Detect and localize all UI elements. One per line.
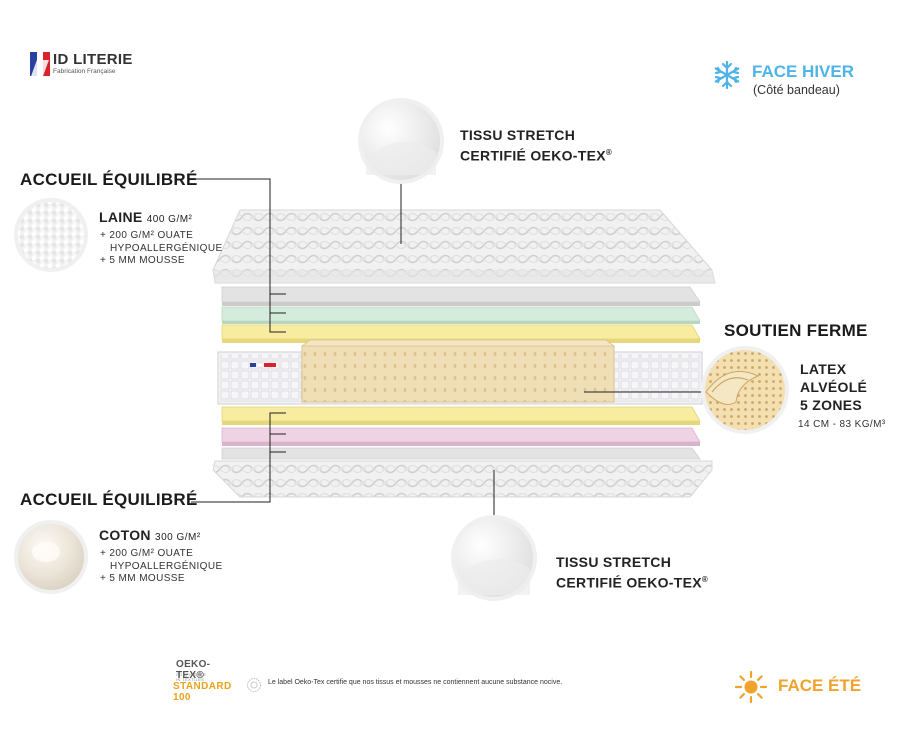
list-item: + 200 G/M² OUATE bbox=[100, 548, 194, 559]
pink-foam-layer bbox=[221, 427, 701, 446]
bottom-comfort-material: COTON 300 G/M² bbox=[99, 526, 201, 547]
winter-title: FACE HIVER bbox=[752, 62, 855, 81]
support-line1: LATEX bbox=[800, 361, 847, 377]
list-item: + 5 MM MOUSSE bbox=[100, 573, 185, 584]
list-item: HYPOALLERGÉNIQUE bbox=[110, 242, 223, 254]
support-line2: ALVÉOLÉ bbox=[800, 379, 868, 395]
top-comfort-list: + 200 G/M² OUATE HYPOALLERGÉNIQUE + 5 MM… bbox=[100, 230, 223, 268]
oeko-disclaimer: Le label Oeko-Tex certifie que nos tissu… bbox=[268, 679, 563, 686]
latex-swatch bbox=[701, 346, 789, 434]
bottom-fabric-line1: TISSU STRETCH bbox=[556, 554, 672, 570]
bottom-comfort-list: + 200 G/M² OUATE HYPOALLERGÉNIQUE + 5 MM… bbox=[100, 548, 223, 586]
flag-logo-icon bbox=[30, 52, 50, 76]
bottom-fabric-reg: ® bbox=[701, 575, 709, 584]
sun-icon bbox=[734, 670, 768, 704]
oeko-title: OEKO-TEX® bbox=[176, 659, 211, 681]
bottom-quilted-layer bbox=[212, 460, 713, 498]
bottom-comfort-title: ACCUEIL ÉQUILIBRÉ bbox=[20, 490, 198, 509]
top-fabric-swatch bbox=[358, 98, 444, 184]
top-comfort-material: LAINE 400 G/M² bbox=[99, 208, 192, 229]
oeko-tagline: CONFIDENCE IN TEXTILES bbox=[176, 672, 207, 682]
support-title: SOUTIEN FERME bbox=[724, 321, 868, 340]
oeko-standard: STANDARD 100 bbox=[173, 681, 232, 703]
mint-foam-layer bbox=[221, 306, 701, 324]
top-comfort-title: ACCUEIL ÉQUILIBRÉ bbox=[20, 170, 198, 189]
bottom-material-weight: 300 G/M² bbox=[155, 532, 201, 543]
brand-name: ID LITERIE bbox=[53, 51, 133, 68]
yellow-cotton-layer bbox=[221, 406, 701, 425]
list-item: HYPOALLERGÉNIQUE bbox=[110, 560, 223, 572]
latex-core-block bbox=[217, 339, 703, 405]
top-material-name: LAINE bbox=[99, 209, 143, 225]
bottom-material-name: COTON bbox=[99, 527, 151, 543]
list-item: + 200 G/M² OUATE bbox=[100, 230, 194, 241]
brand-logo: ID LITERIE Fabrication Française bbox=[30, 52, 133, 76]
top-fabric-line1: TISSU STRETCH bbox=[460, 127, 576, 143]
top-fabric-line2: CERTIFIÉ OEKO-TEX bbox=[460, 147, 606, 164]
summer-title: FACE ÉTÉ bbox=[778, 676, 862, 695]
brand-tagline: Fabrication Française bbox=[53, 68, 116, 75]
cotton-swatch bbox=[14, 520, 88, 594]
list-item: + 5 MM MOUSSE bbox=[100, 255, 185, 266]
wool-swatch bbox=[14, 198, 88, 272]
grey-comfort-layer bbox=[221, 286, 701, 306]
oeko-seal-icon bbox=[247, 678, 261, 692]
bottom-fabric-label: TISSU STRETCH CERTIFIÉ OEKO-TEX® bbox=[556, 553, 708, 592]
support-description: LATEX ALVÉOLÉ 5 ZONES bbox=[800, 360, 867, 414]
top-fabric-reg: ® bbox=[605, 148, 613, 157]
winter-subtitle: (Côté bandeau) bbox=[753, 83, 840, 97]
bottom-fabric-swatch bbox=[451, 515, 537, 601]
support-line3: 5 ZONES bbox=[800, 397, 863, 413]
top-material-weight: 400 G/M² bbox=[146, 214, 193, 225]
support-spec: 14 CM - 83 KG/M³ bbox=[798, 419, 886, 430]
top-fabric-label: TISSU STRETCH CERTIFIÉ OEKO-TEX® bbox=[460, 126, 612, 165]
grey-bottom-layer bbox=[221, 447, 701, 460]
leader-lines bbox=[191, 178, 706, 524]
snowflake-icon bbox=[714, 60, 740, 90]
bottom-fabric-line2: CERTIFIÉ OEKO-TEX bbox=[556, 574, 702, 591]
top-quilted-layer bbox=[212, 209, 716, 284]
